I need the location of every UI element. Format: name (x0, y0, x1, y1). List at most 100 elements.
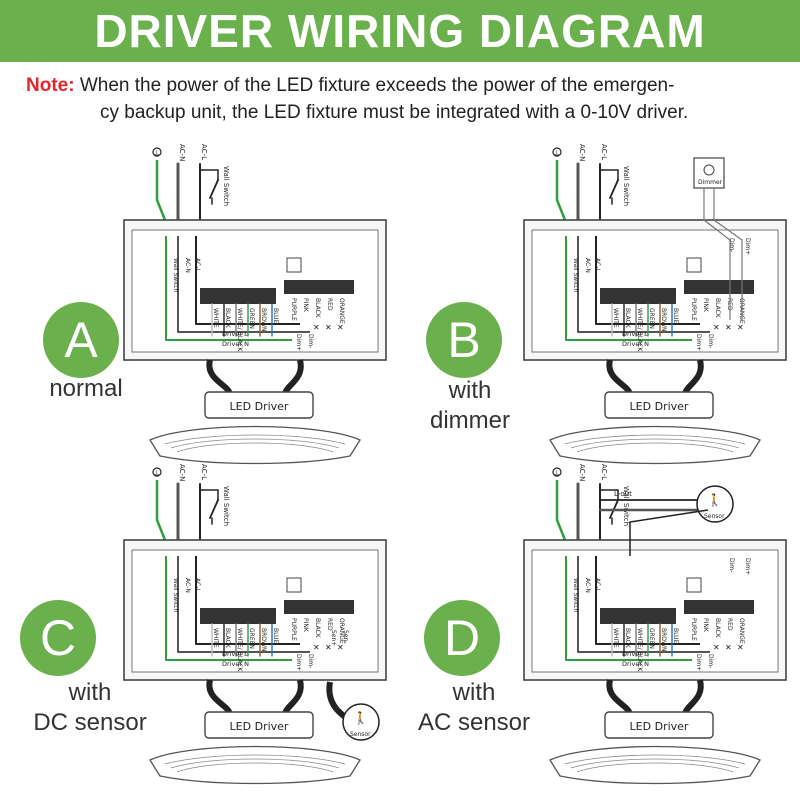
dimmer-inner-1 (703, 219, 731, 320)
right-wire-label: PURPLE (290, 618, 297, 641)
wire-color-label: GREEN (648, 628, 655, 649)
fixture-rib (564, 434, 746, 445)
l-out-return (629, 509, 709, 556)
wall-switch-blade (209, 179, 219, 199)
fixture-dome (149, 425, 361, 465)
fixture-rib (176, 762, 334, 773)
cable-left (206, 679, 233, 716)
inner-ground-wire (565, 236, 692, 341)
led-driver-box (604, 391, 714, 419)
wire-color-label: BLACK (624, 308, 631, 329)
dim-minus-label: Dim- (307, 334, 314, 348)
inner-line-wire (595, 236, 700, 325)
fixture-dome (549, 425, 761, 465)
box-input-label: AC-L (194, 578, 201, 592)
dim-plus-label: Dim+ (695, 654, 702, 671)
bracket-tab (286, 577, 302, 593)
dim-plus-label: Dim+ (295, 654, 302, 671)
fixture-rib (570, 438, 740, 449)
wall-switch-label: Wall Switch (622, 486, 630, 526)
dim-minus-label: Dim- (307, 654, 314, 668)
right-wire-label: RED (326, 298, 333, 311)
cap-mark: ✕ (325, 323, 332, 332)
box-input-label: AC-N (584, 258, 591, 273)
caption-c-line2: DC sensor (33, 709, 147, 736)
led-driver: LED Driver (149, 711, 361, 785)
wall-switch-blade (609, 179, 619, 199)
badge-b: B (426, 302, 502, 378)
led-driver-label: LED Driver (630, 720, 689, 733)
right-wire-label: PINK (302, 298, 309, 313)
wire-color-label: BLUE (672, 308, 679, 324)
fixture-rib (170, 438, 340, 449)
ground-wire (555, 160, 567, 221)
led-driver-box (204, 711, 314, 739)
inner-ground-wire (165, 556, 292, 661)
wire-color-label: WHITE/ BLACK (236, 628, 243, 672)
inner-neutral-wire (177, 556, 310, 653)
sensor-label: Sensor (350, 731, 371, 738)
driver-cables (206, 679, 304, 716)
motion-icon: 🚶 (353, 711, 368, 725)
dim-minus-label: Dim- (707, 334, 714, 348)
badge-d: D (424, 600, 500, 676)
dim-minus-top-label: Dim- (728, 238, 735, 252)
right-wire-label: BLACK (714, 618, 721, 639)
ac-l-label: AC-L (200, 464, 208, 480)
fixture-rib (564, 754, 746, 765)
fixture-rib (170, 758, 340, 769)
right-wire-label: PURPLE (690, 298, 697, 321)
caption-d: with AC sensor (404, 678, 544, 738)
fixture-rib (576, 762, 734, 773)
right-wire-label: RED (726, 618, 733, 631)
wall-switch-label: Wall Switch (622, 166, 630, 206)
box-input-label: AC-N (184, 258, 191, 273)
wire-color-label: GREEN (248, 628, 255, 649)
caption-b-line2: dimmer (429, 407, 510, 434)
fixture-rib (164, 754, 346, 765)
led-driver: LED Driver (149, 391, 361, 465)
led-driver: LED Driver (549, 711, 761, 785)
ac-n-label: AC-N (578, 144, 586, 161)
inner-ground-wire (565, 556, 692, 661)
driver-n-label: Driver N (222, 340, 249, 348)
wire-color-label: BLACK (624, 628, 631, 649)
dim-plus-top-label: Dim+ (744, 558, 751, 575)
wire-color-label: WHITE/ BLACK (636, 628, 643, 672)
cap-mark: ✕ (725, 323, 732, 332)
ac-n-label: AC-N (178, 144, 186, 161)
cap-mark: ✕ (313, 323, 320, 332)
fixture-dome (549, 745, 761, 785)
right-wire-label: PURPLE (290, 298, 297, 321)
driver-l-label: Driver L (622, 330, 648, 338)
driver-l-label: Driver L (222, 650, 248, 658)
led-driver: LED Driver (549, 391, 761, 465)
caption-a: normal (26, 374, 146, 404)
fixture-rib (570, 758, 740, 769)
right-wire-label: ORANGE (338, 618, 345, 644)
right-wire-label: PINK (702, 298, 709, 313)
right-wire-label: BLACK (314, 298, 321, 319)
caption-d-line2: AC sensor (417, 709, 531, 736)
box-input-label: AC-L (194, 258, 201, 272)
ground-icon (152, 467, 162, 477)
terminal-block-left (600, 608, 676, 624)
inner-line-wire (595, 556, 700, 645)
sensor-body (696, 485, 734, 523)
right-wire-label: BLACK (314, 618, 321, 639)
ac-n-label: AC-N (178, 464, 186, 481)
dim-plus-label: Dim+ (695, 334, 702, 351)
box-input-label: Wall Switch (172, 578, 179, 613)
ac-l-label: AC-L (200, 144, 208, 160)
wire-color-label: BLUE (272, 308, 279, 324)
ac-sensor: L-out🚶Sensor (598, 485, 734, 556)
wire-color-label: WHITE/ BLACK (636, 308, 643, 352)
led-driver-box (604, 711, 714, 739)
header-banner: DRIVER WIRING DIAGRAM (0, 0, 800, 62)
